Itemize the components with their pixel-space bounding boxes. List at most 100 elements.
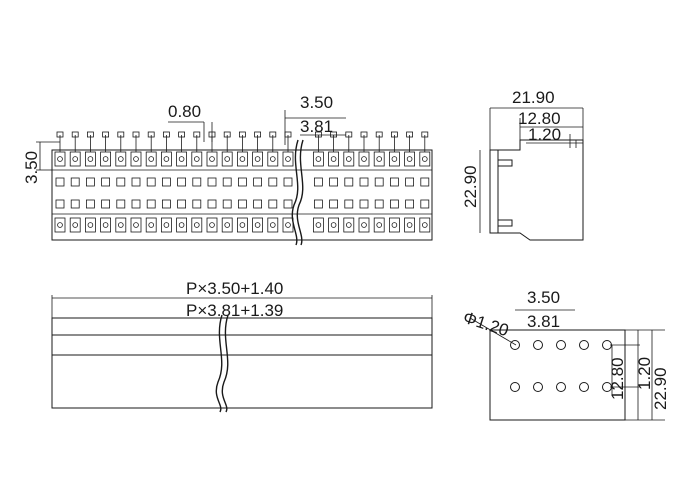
row-gap-1280-label: 12.80 [608,357,627,400]
contact-spring [421,222,428,228]
contact-window-lower [177,199,187,209]
hole [533,382,543,392]
depth-2290-label: 22.90 [651,367,670,410]
contact-spring [406,156,413,162]
formula-350-label: P×3.50+1.40 [186,279,283,298]
contact-upper [328,151,340,167]
contact-upper [312,151,324,167]
contact-window-upper [374,177,384,187]
contact-spring [345,222,352,228]
contact-window-lower [329,199,339,209]
contact-lower [100,217,111,233]
spacing-381-label: 3.81 [300,117,333,136]
contact-window-lower [237,199,247,209]
contact-spring [285,222,291,228]
contact-lower [388,217,400,233]
width-2190-label: 21.90 [512,88,555,107]
contact-upper [115,151,127,167]
contact-spring [330,222,337,228]
contact-upper [252,151,264,167]
contact-window-lower [268,199,278,209]
contact-window-upper [344,177,354,187]
contact-window-upper [207,177,217,187]
contact-window-lower [146,199,156,209]
contact-upper [343,151,355,167]
front-view-body [51,317,433,409]
hole [579,382,589,392]
contact-spring [133,222,139,228]
contact-window-lower [313,199,323,209]
contact-spring [315,156,322,162]
front-view: P×3.50+1.40 P×3.81+1.39 [51,279,433,413]
contact-spring [118,222,124,228]
contact-window-upper [55,177,65,187]
pitch-080-label: 0.80 [168,102,201,121]
contact-spring [345,156,352,162]
top-break-line-2 [296,139,304,246]
contact-window-upper [237,177,247,187]
contact-window-upper [131,177,141,187]
height-2290-label: 22.90 [461,165,480,208]
pin-tip [162,131,170,138]
hole [556,340,566,350]
contact-upper [267,151,279,167]
hole [579,340,589,350]
contact-window-upper [253,177,263,187]
pin-tip [269,131,277,138]
contact-spring [254,222,261,228]
contact-window-lower [55,199,65,209]
contact-lower [160,217,172,233]
contact-spring [57,156,63,162]
pin-tip [193,131,201,138]
contact-lower [404,217,416,233]
contact-window-lower [70,199,80,209]
contact-window-upper [329,177,339,187]
hole [510,340,520,350]
contact-lower [176,217,188,233]
top-pins [56,131,429,152]
holes [510,340,612,392]
contact-lower [328,217,340,233]
pin-tip [87,131,94,138]
formula-381-label: P×3.81+1.39 [186,301,283,320]
contact-spring [148,222,155,228]
contact-upper [388,151,400,167]
contact-window-lower [101,199,110,209]
contact-window-lower [161,199,171,209]
top-contact-rows [52,151,432,233]
contact-window-upper [283,177,293,187]
side-latch-bottom [497,219,513,227]
contact-spring [421,156,428,162]
contact-upper [221,151,233,167]
contact-spring [87,156,94,162]
contact-window-upper [359,177,369,187]
pin-tip [330,131,338,138]
pin-tip [421,131,429,138]
contact-spring [72,222,78,228]
contact-upper [206,151,218,167]
contact-spring [224,156,231,162]
contact-lower [206,217,218,233]
hole [533,340,543,350]
pin-tip [345,131,353,138]
contact-spring [102,156,109,162]
contact-lower [130,217,142,233]
contact-spring [376,222,383,228]
pin-tip [314,131,322,138]
side-view: 21.90 12.80 1.20 22.90 [461,88,584,241]
contact-spring [194,156,200,162]
spacing-350-label: 3.50 [300,93,333,112]
contact-spring [194,222,200,228]
pin-tip [71,131,79,138]
contact-window-lower [192,199,202,209]
contact-lower [54,217,66,233]
pin-tip [360,131,368,138]
hole [510,382,520,392]
contact-spring [209,156,215,162]
width-1280-label: 12.80 [518,109,561,128]
front-break-line [215,314,223,413]
contact-window-lower [253,199,263,209]
pin-tip [117,131,125,138]
contact-lower [358,217,370,233]
contact-upper [100,151,111,167]
